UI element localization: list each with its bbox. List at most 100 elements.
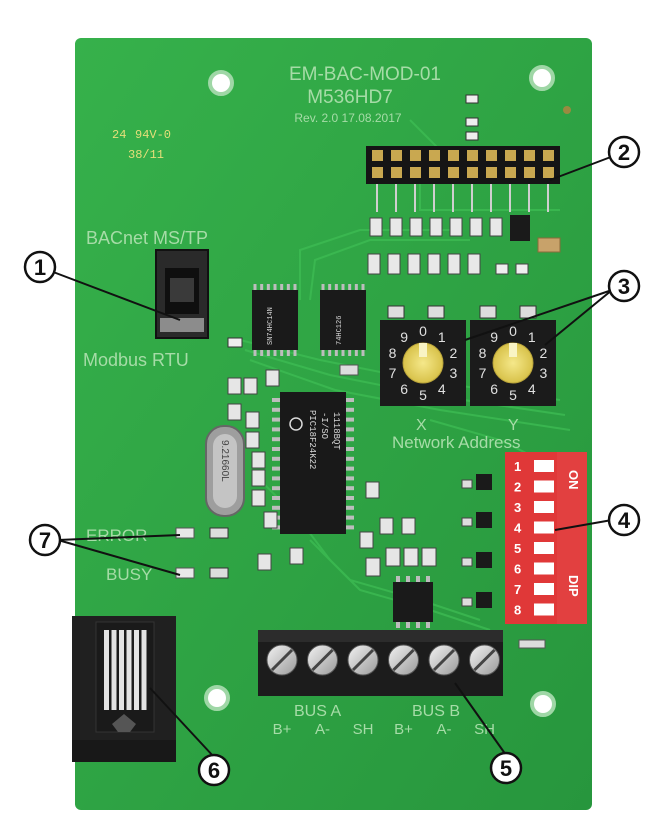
callout-circle [489, 751, 523, 785]
dip-toggle[interactable] [534, 583, 554, 595]
header-pin [372, 167, 383, 178]
dip-toggle[interactable] [534, 460, 554, 472]
ic-pin [272, 398, 280, 402]
ic-pin [272, 456, 280, 461]
dip-toggle[interactable] [534, 521, 554, 534]
terminal-block[interactable] [258, 630, 503, 696]
label-x: X [416, 417, 427, 434]
ic-pin [354, 350, 358, 356]
resistor [367, 253, 381, 275]
rj-contact [104, 630, 109, 710]
callout-circle [607, 135, 641, 169]
rotary-digit: 4 [528, 381, 536, 397]
resistor [461, 557, 473, 567]
resistor-row [367, 253, 529, 275]
resistor [447, 253, 461, 275]
header-pin [486, 167, 497, 178]
ic-pin [346, 407, 354, 412]
smd-part [227, 337, 243, 348]
board-model: EM-BAC-MOD-01 [289, 64, 441, 85]
screw-slot [473, 648, 496, 672]
ic-pin [346, 486, 354, 491]
dip-toggle[interactable] [534, 603, 554, 616]
resistor [369, 217, 383, 237]
terminal-label: SH [474, 721, 495, 738]
transistor [476, 512, 492, 528]
passive-components [227, 369, 416, 571]
smd-component [251, 469, 266, 487]
ic-pin [272, 427, 280, 432]
ic-pin [361, 284, 365, 290]
rotary-digit: 6 [400, 381, 408, 397]
smd-capacitor [537, 237, 561, 253]
test-pad [563, 106, 571, 114]
smd-component [251, 451, 266, 469]
driver-ic-2: 74HC126 [320, 284, 366, 356]
resistor [387, 253, 401, 275]
header-pin [467, 150, 478, 161]
svg-text:-I/SO: -I/SO [319, 412, 329, 439]
board-revision: Rev. 2.0 17.08.2017 [294, 111, 402, 125]
callout-number: 7 [39, 528, 51, 553]
dip-toggle[interactable] [534, 562, 554, 575]
ic-pin [253, 350, 257, 356]
resistor [409, 217, 423, 237]
smd-component [227, 403, 242, 421]
dip-toggle[interactable] [534, 501, 554, 513]
header-pin [391, 167, 402, 178]
smd-component [421, 547, 437, 567]
header-pin [372, 150, 383, 161]
ic-pin [346, 417, 354, 422]
callout-circle [28, 523, 62, 557]
rj-contact [111, 630, 117, 710]
ic-pin [280, 350, 284, 356]
smd-component [379, 517, 394, 535]
ic-pin [396, 576, 400, 582]
resistor [469, 217, 483, 237]
dip-toggle[interactable] [534, 480, 554, 493]
rj-contact [134, 630, 139, 710]
ic-pin [272, 505, 280, 510]
smd-component [263, 511, 278, 529]
ic-pin [272, 476, 280, 481]
date-code: 38/11 [128, 148, 164, 162]
rotary-digit: 5 [509, 387, 517, 403]
ic-pin [272, 496, 280, 500]
label-network-address: Network Address [392, 433, 521, 452]
passive-components [365, 547, 437, 577]
ic-pin [286, 284, 290, 290]
ic-pin [253, 284, 257, 290]
callout-circle [197, 753, 231, 787]
ic-pin [272, 466, 280, 471]
ic-pin [293, 284, 297, 290]
label-error: ERROR [86, 526, 147, 545]
ic-pin [286, 350, 290, 356]
rotary-digit: 2 [540, 345, 548, 361]
callout-number: 2 [618, 140, 630, 165]
svg-text:DIP: DIP [566, 575, 581, 597]
header-pin [505, 150, 516, 161]
callout-number: 6 [208, 758, 220, 783]
ic-pin [348, 284, 352, 290]
ic-pin [280, 284, 284, 290]
rotary-digit: 4 [438, 381, 446, 397]
ic-pin [341, 350, 345, 356]
label-bacnet: BACnet MS/TP [86, 228, 208, 248]
label-bus-a: BUS A [294, 703, 341, 720]
rotary-digit: 8 [479, 345, 487, 361]
resistor [495, 263, 509, 275]
dip-toggle[interactable] [534, 542, 554, 554]
protocol-switch[interactable] [155, 249, 209, 339]
header-pin [505, 167, 516, 178]
mounting-hole [530, 691, 556, 717]
rj-connector[interactable] [72, 616, 176, 762]
rj-contact [119, 630, 124, 710]
ic-pin [346, 456, 354, 461]
rotary-digit: 1 [528, 329, 536, 345]
terminal-label: A- [437, 721, 452, 738]
ic-pin [341, 284, 345, 290]
rotary-digit: 5 [419, 387, 427, 403]
header-pin [410, 150, 421, 161]
